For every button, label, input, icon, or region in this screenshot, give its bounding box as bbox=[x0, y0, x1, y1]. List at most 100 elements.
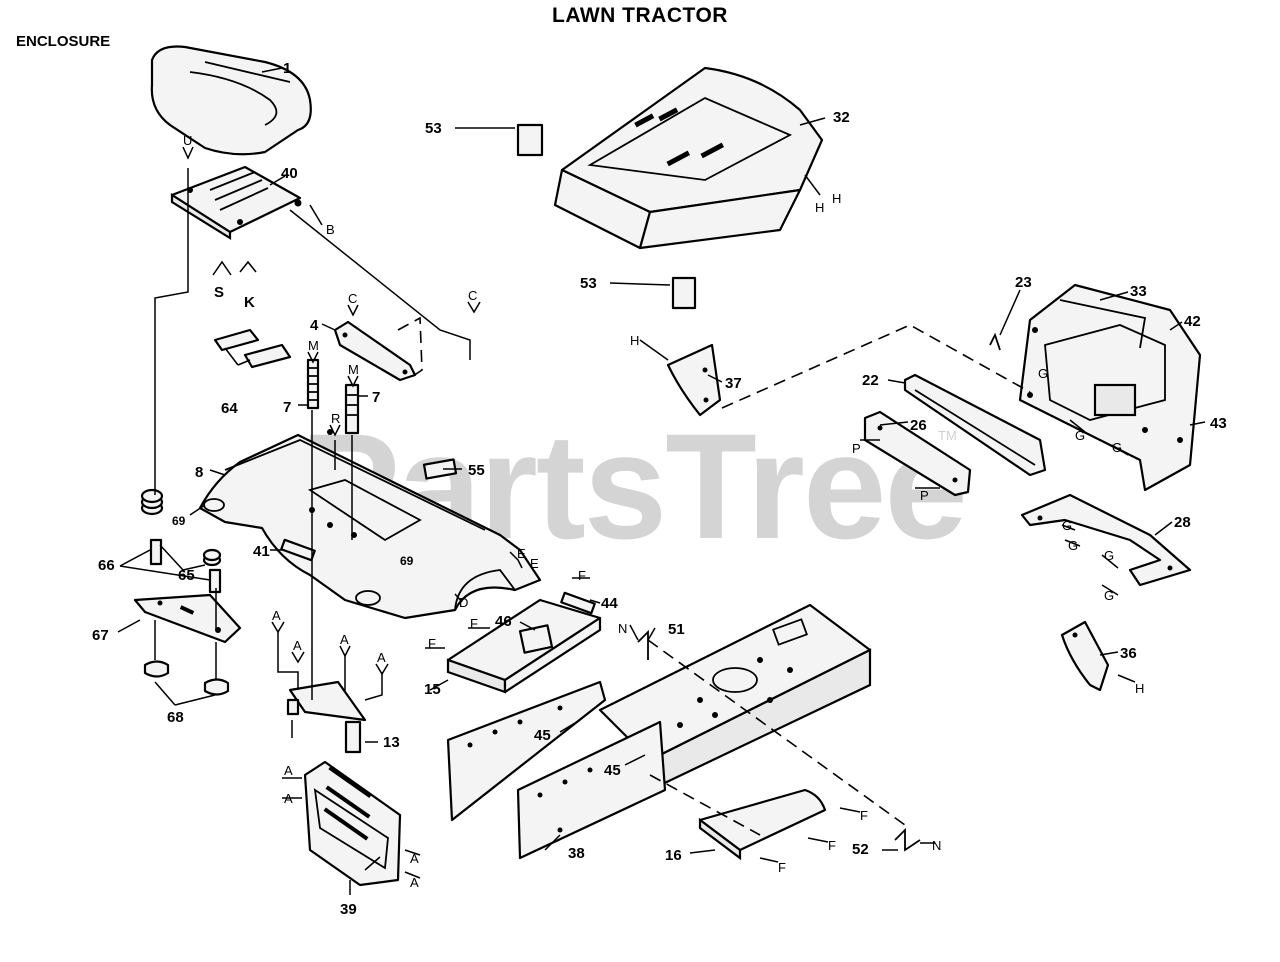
callout-8: 8 bbox=[195, 464, 203, 481]
callout-53-lower: 53 bbox=[580, 275, 597, 292]
part-52-clip[interactable] bbox=[894, 827, 921, 852]
part-32-hood[interactable] bbox=[553, 66, 824, 250]
connector-line-37-to-housing bbox=[721, 324, 1031, 409]
part-7-bolt-left[interactable] bbox=[306, 358, 320, 410]
callout-4: 4 bbox=[310, 317, 319, 334]
part-64-pads[interactable] bbox=[213, 328, 292, 369]
ref-a-3: A bbox=[340, 632, 349, 647]
ref-b: B bbox=[326, 222, 335, 237]
part-44-strip[interactable] bbox=[560, 591, 596, 615]
callout-23: 23 bbox=[1015, 274, 1032, 291]
ref-g-3: G bbox=[1062, 518, 1072, 533]
part-65-spring[interactable] bbox=[140, 488, 222, 567]
callout-26: 26 bbox=[910, 417, 927, 434]
reference-tick-marks bbox=[182, 146, 1136, 879]
ref-g-1: G bbox=[1075, 428, 1085, 443]
callout-7-left: 7 bbox=[283, 399, 291, 416]
callout-64: 64 bbox=[221, 400, 238, 417]
ref-m-left: M bbox=[308, 338, 319, 353]
ref-e-1: E bbox=[517, 546, 526, 561]
ref-f-1: F bbox=[578, 568, 586, 583]
part-16-footrest[interactable] bbox=[698, 788, 827, 861]
callout-42: 42 bbox=[1184, 313, 1201, 330]
callout-28: 28 bbox=[1174, 514, 1191, 531]
part-22-brace[interactable] bbox=[903, 373, 1047, 477]
part-7-bolt-right[interactable] bbox=[344, 383, 360, 435]
callout-36: 36 bbox=[1120, 645, 1137, 662]
callout-22: 22 bbox=[862, 372, 879, 389]
ref-h-1: H bbox=[832, 191, 841, 206]
ref-a-7: A bbox=[410, 851, 419, 866]
callout-52: 52 bbox=[852, 841, 869, 858]
ref-k: K bbox=[244, 294, 255, 311]
part-41-label[interactable] bbox=[280, 538, 316, 562]
callout-7-right: 7 bbox=[372, 389, 380, 406]
connector-line-seat-spring bbox=[154, 168, 189, 495]
callout-45-upper: 45 bbox=[534, 727, 551, 744]
ref-c-left: C bbox=[348, 291, 357, 306]
callout-33: 33 bbox=[1130, 283, 1147, 300]
callout-leaders bbox=[117, 67, 1206, 895]
callout-1: 1 bbox=[283, 60, 291, 77]
callout-67: 67 bbox=[92, 627, 109, 644]
part-67-plate[interactable] bbox=[133, 593, 242, 644]
section-label: ENCLOSURE bbox=[16, 33, 111, 50]
ref-a-2: A bbox=[293, 638, 302, 653]
part-23-screw[interactable] bbox=[989, 332, 1001, 351]
callout-16: 16 bbox=[665, 847, 682, 864]
ref-a-8: A bbox=[410, 875, 419, 890]
part-37-bracket[interactable] bbox=[666, 343, 722, 417]
callout-41: 41 bbox=[253, 543, 270, 560]
part-4-bracket[interactable] bbox=[333, 320, 417, 382]
callout-46: 46 bbox=[495, 613, 512, 630]
connector-line-a-left bbox=[277, 632, 299, 690]
callout-69-left: 69 bbox=[172, 514, 186, 528]
ref-h-2: H bbox=[815, 200, 824, 215]
ref-a-5: A bbox=[284, 763, 293, 778]
part-40-seat-pan[interactable] bbox=[170, 165, 302, 240]
ref-g-2: G bbox=[1112, 440, 1122, 455]
ref-f-3: F bbox=[428, 636, 436, 651]
part-68-bumpers[interactable] bbox=[143, 660, 230, 696]
callout-53-upper: 53 bbox=[425, 120, 442, 137]
connector-line-fender-to-frame bbox=[397, 316, 423, 379]
ref-a-1: A bbox=[272, 608, 281, 623]
part-51-clip[interactable] bbox=[637, 629, 649, 660]
callout-68: 68 bbox=[167, 709, 184, 726]
part-13-mount[interactable] bbox=[286, 680, 367, 754]
part-53-label-upper[interactable] bbox=[516, 123, 544, 157]
part-46-label[interactable] bbox=[518, 624, 554, 654]
callout-13: 13 bbox=[383, 734, 400, 751]
ref-h-4: H bbox=[1135, 681, 1144, 696]
callout-15: 15 bbox=[424, 681, 441, 698]
page-title: LAWN TRACTOR bbox=[552, 4, 728, 27]
part-45-rail-upper[interactable] bbox=[446, 680, 607, 822]
connector-line-footrest bbox=[649, 774, 761, 836]
ref-c-right: C bbox=[468, 288, 477, 303]
connector-line-clip-51 bbox=[647, 639, 906, 826]
ref-r: R bbox=[331, 411, 340, 426]
ref-d: D bbox=[459, 595, 468, 610]
ref-f-4: F bbox=[860, 808, 868, 823]
part-28-rear-bracket[interactable] bbox=[1020, 493, 1192, 587]
part-8-fender[interactable] bbox=[198, 429, 542, 620]
part-33-rear-housing[interactable] bbox=[1018, 283, 1202, 492]
callout-55: 55 bbox=[468, 462, 485, 479]
watermark-trademark: TM bbox=[938, 428, 957, 443]
part-53-label-lower[interactable] bbox=[671, 276, 697, 310]
part-1-seat[interactable] bbox=[150, 45, 312, 156]
callout-65: 65 bbox=[178, 567, 195, 584]
connector-line-a-right bbox=[364, 672, 383, 701]
part-36-bracket[interactable] bbox=[1060, 620, 1110, 692]
part-39-panel[interactable] bbox=[303, 760, 402, 887]
ref-u: U bbox=[183, 133, 192, 148]
callout-44: 44 bbox=[601, 595, 618, 612]
part-66-sleeve[interactable] bbox=[149, 538, 222, 594]
ref-n-1: N bbox=[618, 621, 627, 636]
ref-g-4: G bbox=[1068, 538, 1078, 553]
part-55-label[interactable] bbox=[422, 458, 458, 480]
part-38-rail-lower[interactable] bbox=[516, 720, 667, 860]
ref-g-5: G bbox=[1104, 548, 1114, 563]
callout-32: 32 bbox=[833, 109, 850, 126]
